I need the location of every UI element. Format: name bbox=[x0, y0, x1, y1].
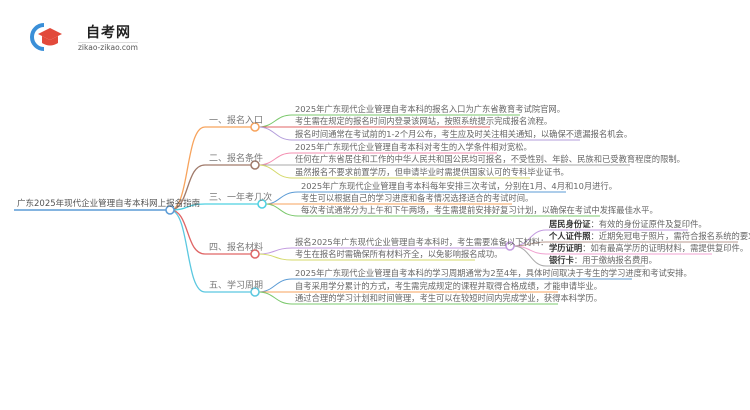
branch-5-connector bbox=[169, 209, 252, 293]
leaf-connector bbox=[257, 126, 580, 141]
branch-node bbox=[250, 249, 260, 259]
branch-label[interactable]: 五、学习周期 bbox=[209, 281, 264, 291]
leaf-connector bbox=[257, 291, 558, 305]
leaf-text: 2025年广东现代企业管理自考本科对考生的入学条件相对宽松。 bbox=[295, 142, 532, 152]
materials-node bbox=[505, 241, 515, 251]
logo-title: 自考网 bbox=[86, 25, 131, 41]
sub-leaf-connector bbox=[512, 245, 645, 267]
leaf-text: 考生需在规定的报名时间内登录该网站，按照系统提示完成报名流程。 bbox=[295, 116, 553, 126]
leaf-text: 考生在报名时需确保所有材料齐全，以免影响报名成功。 bbox=[295, 249, 503, 259]
graduation-cap-logo-icon bbox=[30, 23, 62, 51]
branch-node bbox=[250, 287, 260, 297]
leaf-text: 通过合理的学习计划和时间管理，考生可以在较短时间内完成学业，获得本科学历。 bbox=[295, 293, 602, 303]
branch-label[interactable]: 二、报名条件 bbox=[209, 154, 264, 164]
leaf-text: 2025年广东现代企业管理自考本科的学习周期通常为2至4年，具体时间取决于考生的… bbox=[295, 268, 692, 278]
leaf-connector bbox=[257, 164, 530, 179]
leaf-text: 报名时间通常在考试前的1-2个月公布，考生应及时关注相关通知，以确保不遗漏报名机… bbox=[295, 129, 633, 139]
branch-3-connector bbox=[169, 203, 259, 211]
branch-label[interactable]: 三、一年考几次 bbox=[209, 193, 273, 203]
branch-1-connector bbox=[169, 126, 252, 211]
branch-node bbox=[250, 122, 260, 132]
leaf-connector bbox=[264, 203, 600, 217]
leaf-text: 虽然报名不要求前置学历，但申请毕业时需提供国家认可的专科毕业证书。 bbox=[295, 167, 569, 177]
leaf-connector bbox=[257, 253, 475, 261]
material-item: 学历证明：如有最高学历的证明材料，需提供复印件。 bbox=[549, 243, 749, 253]
leaf-text: 考生可以根据自己的学习进度和备考情况选择适合的考试时间。 bbox=[301, 193, 534, 203]
leaf-text: 2025年广东现代企业管理自考本科每年安排三次考试，分别在1月、4月和10月进行… bbox=[301, 181, 618, 191]
leaf-text: 每次考试通常分为上午和下午两场，考生需提前安排好复习计划，以确保在考试中发挥最佳… bbox=[301, 205, 658, 215]
branch-node bbox=[250, 160, 260, 170]
material-item: 个人证件照：近期免冠电子照片，需符合报名系统的要求。 bbox=[549, 231, 750, 241]
leaf-text: 任何在广东省居住和工作的中华人民共和国公民均可报名，不受性别、年龄、民族和已受教… bbox=[295, 154, 685, 164]
material-item: 居民身份证：有效的身份证原件及复印件。 bbox=[549, 219, 707, 229]
logo-url: zikao-zikao.com bbox=[78, 42, 138, 52]
branch-label[interactable]: 一、报名入口 bbox=[209, 116, 264, 126]
root-topic[interactable]: 广东2025年现代企业管理自考本科网上报名指南 bbox=[17, 199, 201, 209]
leaf-text: 2025年广东现代企业管理自考本科的报名入口为广东省教育考试院官网。 bbox=[295, 104, 566, 114]
branch-node bbox=[257, 199, 267, 209]
branch-4-connector bbox=[169, 209, 252, 255]
material-item: 银行卡：用于缴纳报名费用。 bbox=[549, 255, 657, 265]
logo: 自考网 zikao-zikao.com bbox=[30, 22, 138, 52]
root-node bbox=[165, 205, 175, 215]
leaf-text: 报名2025年广东现代企业管理自考本科时，考生需要准备以下材料： bbox=[295, 237, 549, 247]
branch-2-connector bbox=[169, 164, 252, 211]
leaf-text: 自考采用学分累计的方式，考生需完成规定的课程并取得合格成绩，才能申请毕业。 bbox=[295, 281, 602, 291]
branch-label[interactable]: 四、报名材料 bbox=[209, 243, 264, 253]
